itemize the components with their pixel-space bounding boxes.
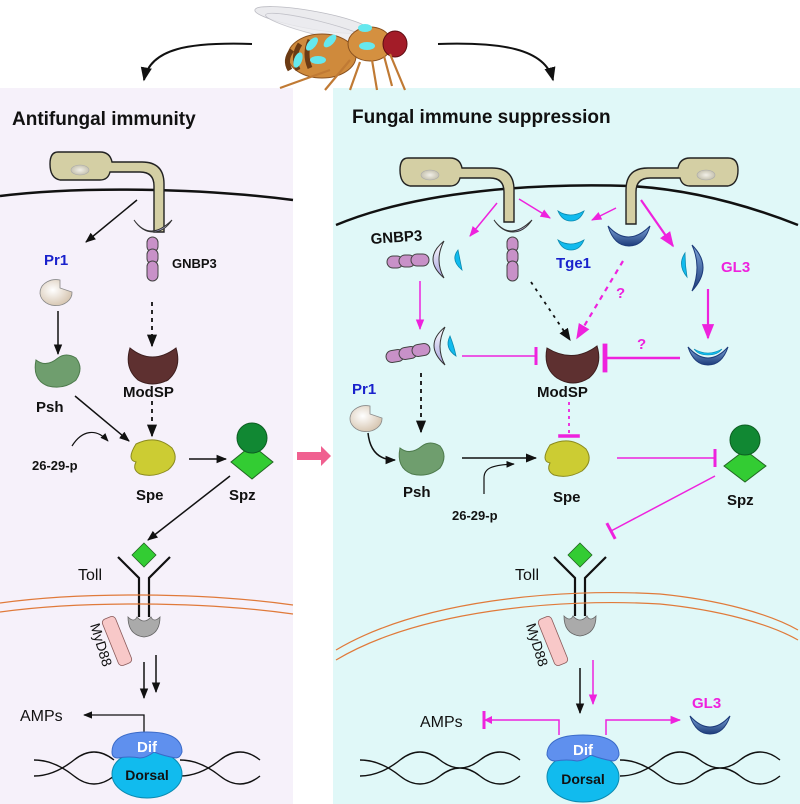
left-label-peptide: 26-29-p — [32, 458, 78, 473]
right-label-spz: Spz — [727, 492, 754, 509]
right-amps-arrowhead — [484, 716, 492, 724]
right-gl3-output-protein — [689, 715, 731, 735]
left-label-modsp: ModSP — [123, 384, 174, 401]
left-label-spe: Spe — [136, 487, 164, 504]
transition-arrow — [297, 446, 331, 466]
right-gnbp3-receptor-membrane — [493, 219, 533, 282]
right-fungal-spore-2 — [625, 157, 739, 225]
right-arrow-spore1-to-tge1 — [518, 198, 551, 219]
left-nuclear-membrane — [0, 594, 294, 606]
right-gl3-protein — [681, 244, 704, 292]
right-dashed-arrow-receptor-to-modsp — [530, 281, 571, 342]
right-gnbp3-receptor-free — [386, 240, 463, 279]
right-gl3-tge1-complex — [687, 346, 729, 366]
right-label-tge1: Tge1 — [556, 255, 591, 272]
right-label-toll: Toll — [515, 567, 539, 584]
right-toll-receptor — [553, 542, 607, 637]
left-arrow-to-pr1 — [85, 199, 138, 243]
arrow-to-antifungal-immunity — [140, 42, 253, 82]
right-gl3-bound-spore — [607, 225, 651, 247]
right-spe-protease — [544, 440, 590, 477]
left-arrow-to-amps — [83, 711, 145, 735]
left-cell-membrane — [0, 188, 294, 202]
right-panel-title: Fungal immune suppression — [352, 107, 611, 128]
right-label-gl3: GL3 — [721, 259, 750, 276]
left-panel-title: Antifungal immunity — [12, 109, 196, 130]
left-spe-protease — [130, 439, 176, 476]
right-arrow-spore1-to-gnbp3 — [469, 202, 498, 237]
right-nuclear-membrane-inner — [335, 601, 799, 661]
right-label-question-2: ? — [637, 336, 646, 353]
left-label-amps: AMPs — [20, 708, 63, 725]
right-label-pr1: Pr1 — [352, 381, 376, 398]
fly-illustration — [254, 6, 408, 91]
left-arrow-psh-to-spe — [74, 395, 130, 442]
left-psh-protease — [34, 354, 81, 388]
right-dashed-arrow-gl3-to-modsp — [576, 260, 624, 340]
left-gnbp3-receptor — [133, 219, 173, 282]
left-dif-dorsal-complex — [111, 731, 183, 799]
right-label-spe: Spe — [553, 489, 581, 506]
left-dna-helix — [33, 751, 261, 785]
left-myd88-adaptor — [101, 616, 133, 666]
left-pr1-protease — [39, 279, 73, 306]
right-label-dif: Dif — [573, 742, 594, 759]
left-nuclear-membrane-inner — [0, 603, 294, 615]
right-spz-ligand — [723, 424, 767, 483]
left-label-spz: Spz — [229, 487, 256, 504]
right-psh-protease — [398, 442, 445, 476]
right-label-psh: Psh — [403, 484, 431, 501]
right-inhibit-spz-to-toll — [605, 475, 716, 540]
right-dna-helix — [359, 751, 781, 785]
right-fungal-spore-1 — [399, 157, 515, 223]
arrow-to-fungal-suppression — [437, 42, 556, 82]
right-label-gl3-output: GL3 — [692, 695, 721, 712]
right-label-gnbp3: GNBP3 — [370, 227, 423, 248]
right-arrow-spore2-to-tge1 — [591, 207, 617, 221]
left-label-toll: Toll — [78, 567, 102, 584]
left-label-pr1: Pr1 — [44, 252, 68, 269]
right-label-question-1: ? — [616, 285, 625, 302]
right-inhibit-to-amps — [482, 711, 560, 735]
left-arrow-spz-to-toll — [147, 475, 231, 541]
right-arrow-pr1-to-psh — [367, 432, 397, 465]
right-arrow-peptide-to-spe — [483, 460, 515, 494]
right-dif-dorsal-complex — [546, 734, 620, 803]
left-label-psh: Psh — [36, 399, 64, 416]
left-fungal-spore — [49, 151, 165, 233]
left-spz-ligand — [230, 422, 274, 480]
right-nuclear-membrane — [335, 591, 799, 651]
left-label-dif: Dif — [137, 739, 158, 756]
right-tge1-protein — [557, 209, 585, 251]
right-label-peptide: 26-29-p — [452, 508, 498, 523]
right-arrow-spore2-to-gl3 — [640, 199, 674, 248]
right-modsp-protease — [545, 345, 600, 384]
right-myd88-adaptor — [537, 616, 569, 666]
right-label-modsp: ModSP — [537, 384, 588, 401]
right-arrow-to-gl3-output — [605, 715, 682, 735]
left-modsp-protease — [127, 347, 179, 385]
right-label-dorsal: Dorsal — [561, 771, 605, 787]
left-label-gnbp3: GNBP3 — [172, 256, 217, 271]
left-arrow-peptide-to-spe — [71, 432, 109, 447]
right-pr1-protease — [349, 405, 383, 432]
right-cell-membrane — [335, 184, 799, 227]
right-gnbp3-tge1-complex — [385, 326, 457, 366]
right-label-amps: AMPs — [420, 714, 463, 731]
left-label-dorsal: Dorsal — [125, 767, 169, 783]
